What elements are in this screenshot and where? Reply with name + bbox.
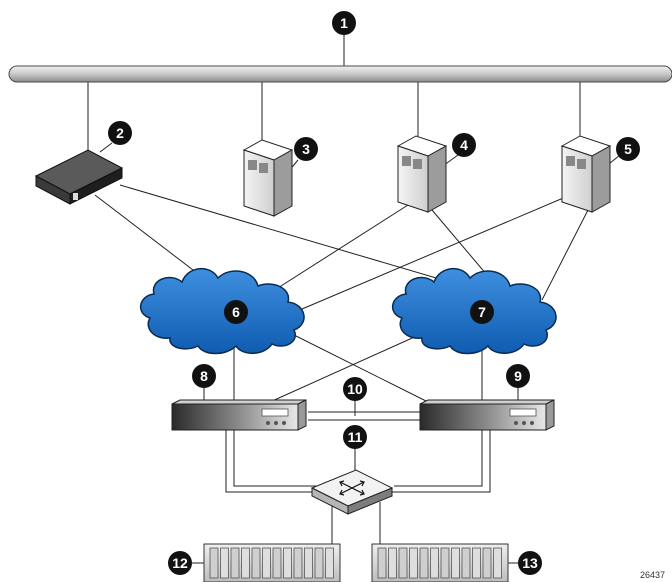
link-cloud6-controller-9 bbox=[289, 332, 429, 403]
callout-12-label: 12 bbox=[172, 555, 188, 571]
drive-bay bbox=[409, 547, 418, 579]
link-controller9-switch-b bbox=[394, 430, 483, 487]
drive-bay bbox=[293, 547, 303, 579]
drive-bay bbox=[461, 547, 471, 579]
drive-bay bbox=[241, 547, 250, 579]
link-controller8-switch-b bbox=[233, 430, 316, 487]
callout-5: 5 bbox=[616, 137, 640, 161]
link-cloud7-controller-8 bbox=[269, 329, 431, 403]
drive-bay bbox=[419, 547, 429, 579]
drive-bay bbox=[472, 547, 481, 579]
drive-bay bbox=[230, 547, 240, 579]
switch-arrows-icon bbox=[339, 480, 365, 496]
drive-bay bbox=[482, 547, 492, 579]
drive-bay bbox=[251, 547, 261, 579]
callout-3-label: 3 bbox=[302, 141, 310, 157]
drive-bay bbox=[377, 547, 387, 579]
drive-bay bbox=[398, 547, 408, 579]
figure-id: 26437 bbox=[640, 570, 665, 580]
drive-bay bbox=[493, 547, 502, 579]
callout-12: 12 bbox=[168, 551, 204, 575]
drive-bay bbox=[209, 547, 219, 579]
callout-2-label: 2 bbox=[116, 125, 124, 141]
drive-bay bbox=[451, 547, 460, 579]
link-controller9-switch-a bbox=[390, 430, 491, 493]
callout-8-label: 8 bbox=[200, 368, 208, 384]
disk-enclosure-12 bbox=[203, 543, 341, 582]
callout-8: 8 bbox=[192, 364, 216, 388]
callout-13-label: 13 bbox=[522, 555, 538, 571]
callout-9: 9 bbox=[506, 364, 530, 388]
drive-bay bbox=[430, 547, 439, 579]
drive-bay bbox=[304, 547, 313, 579]
drive-bay bbox=[440, 547, 450, 579]
callout-5-label: 5 bbox=[624, 141, 632, 157]
callout-4: 4 bbox=[452, 133, 476, 157]
callout-10: 10 bbox=[343, 377, 367, 401]
link-appliance-cloud-6 bbox=[94, 194, 211, 284]
callout-1: 1 bbox=[332, 11, 356, 35]
appliance-device bbox=[34, 149, 124, 205]
callout-11: 11 bbox=[343, 425, 367, 449]
callout-2: 2 bbox=[108, 121, 132, 145]
callout-6: 6 bbox=[224, 300, 248, 324]
drive-bay bbox=[262, 547, 271, 579]
link-appliance-cloud-7 bbox=[119, 184, 461, 286]
server-tower-3 bbox=[242, 139, 294, 217]
callout-7-label: 7 bbox=[478, 304, 486, 320]
drive-bay bbox=[325, 547, 334, 579]
drive-bay bbox=[388, 547, 397, 579]
disk-enclosure-13 bbox=[371, 543, 509, 582]
callout-9-label: 9 bbox=[514, 368, 522, 384]
callout-4-label: 4 bbox=[460, 137, 468, 153]
drive-bay bbox=[272, 547, 282, 579]
controller-9 bbox=[419, 399, 555, 431]
link-server5-cloud-7 bbox=[541, 209, 589, 301]
callout-3: 3 bbox=[294, 137, 318, 161]
callout-7: 7 bbox=[470, 300, 494, 324]
controller-8 bbox=[171, 399, 307, 431]
drive-bay bbox=[314, 547, 324, 579]
callout-6-label: 6 bbox=[232, 304, 240, 320]
server-tower-4 bbox=[396, 135, 448, 213]
callout-13: 13 bbox=[508, 551, 542, 575]
callout-10-label: 10 bbox=[347, 381, 363, 397]
server-tower-5 bbox=[560, 135, 612, 213]
drive-bay bbox=[220, 547, 229, 579]
cloud-fabric-6 bbox=[140, 268, 305, 355]
link-server5-cloud-6 bbox=[294, 195, 569, 313]
drive-bay bbox=[283, 547, 292, 579]
callout-1-label: 1 bbox=[340, 15, 348, 31]
link-server4-cloud-6 bbox=[269, 204, 409, 294]
network-bus bbox=[8, 65, 672, 83]
callout-11-label: 11 bbox=[348, 429, 363, 445]
network-switch bbox=[310, 469, 394, 515]
link-controller8-switch-a bbox=[225, 430, 320, 493]
leader-2 bbox=[99, 142, 113, 153]
